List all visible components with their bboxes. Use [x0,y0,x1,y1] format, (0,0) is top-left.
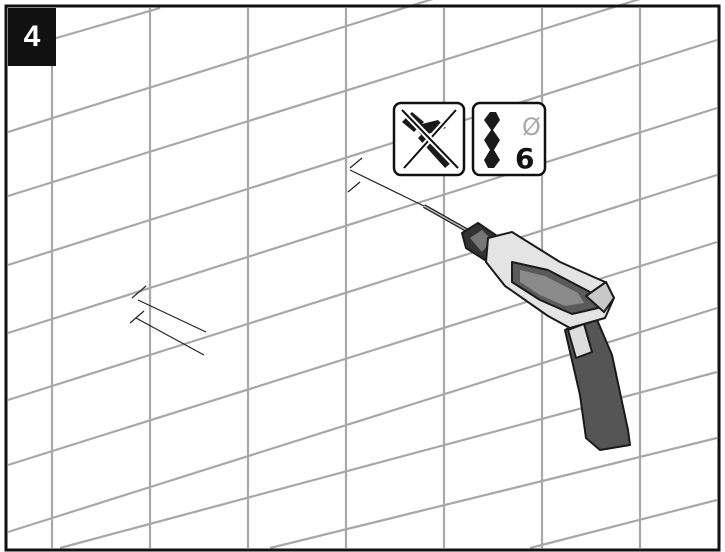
pencil-marks-right [347,157,429,209]
no-hammer-action-icon [392,101,466,177]
drill-bit-icon [471,101,547,177]
tile-wall [7,0,718,550]
drill-diameter-value: 6 [515,142,534,175]
outer-frame [4,4,721,552]
step-number-badge: 4 [8,8,56,66]
drill-diameter-symbol: Ø [522,113,541,141]
drill-illustration [423,204,631,451]
pencil-marks-left [129,285,207,356]
